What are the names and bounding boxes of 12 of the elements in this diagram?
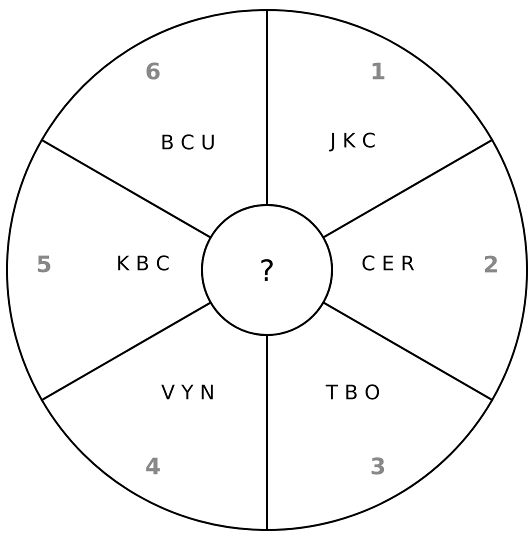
sector-label: K B C [118,255,169,271]
sector-label: T B O [326,384,380,400]
sector-label: J K C [329,132,375,152]
sector-number: 6 [146,62,160,80]
sector-number: 1 [372,62,384,80]
sector-label: V Y N [161,384,213,400]
sector-label: B C U [162,134,214,150]
sector-number: 2 [484,256,497,272]
sector-label: C E R [362,255,414,271]
sector-number: 5 [38,256,50,272]
sector-number: 4 [146,458,160,474]
sector-number: 3 [372,457,384,475]
